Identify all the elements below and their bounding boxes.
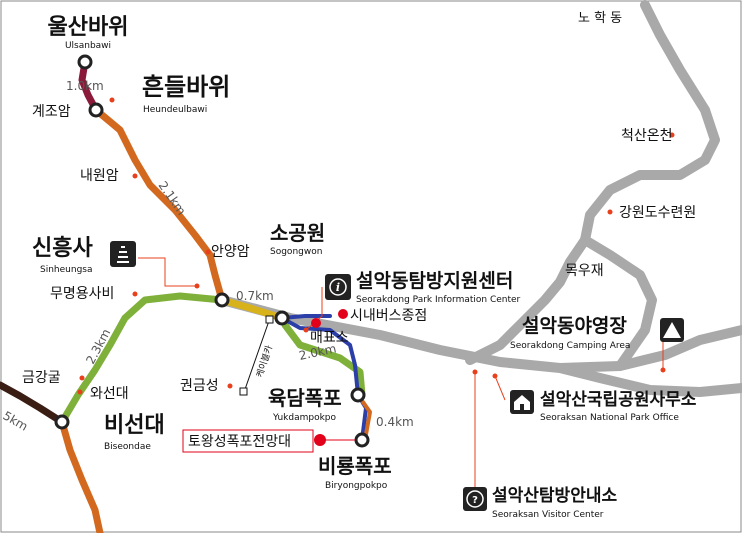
question-icon: ? (463, 487, 487, 511)
heundeulbawi-en: Heundeulbawi (143, 105, 207, 115)
tent-icon (660, 318, 684, 342)
trail-heundeul-sinheung (92, 106, 226, 304)
biryong-ko: 비룡폭포 (318, 454, 392, 478)
cable-car-line (239, 315, 274, 396)
anyangam-label: 안양암 (211, 244, 250, 260)
ticket-marker (311, 318, 321, 328)
towangseong-marker (314, 434, 326, 446)
junctions (54, 54, 370, 448)
info-icon: i (325, 274, 351, 300)
ulsanbawi-en: Ulsanbawi (65, 41, 111, 51)
road-north (580, 0, 720, 371)
geumganggul-label: 금강굴 (22, 370, 61, 386)
naewonam-label: 내원암 (80, 168, 119, 184)
bus-stop-label: 시내버스종점 (350, 308, 427, 324)
sogongwon-ko: 소공원 (270, 221, 325, 245)
camping-ko: 설악동야영장 (522, 315, 627, 337)
node-heundeulbawi (88, 102, 104, 118)
dist-geumgang-left: 5km (1, 408, 31, 433)
node-yukdam (350, 387, 366, 403)
heundeulbawi-ko: 흔들바위 (142, 73, 230, 101)
node-sogongwon (274, 310, 290, 326)
sinheungsa-ko: 신흥사 (32, 236, 93, 261)
node-ulsanbawi (77, 54, 93, 70)
node-biryong (354, 432, 370, 448)
mokujae-label: 목우재 (565, 263, 604, 279)
visitor-center-ko: 설악산탐방안내소 (492, 486, 617, 506)
dist-yukdam-biryong: 0.4km (376, 415, 414, 429)
sogongwon-en: Sogongwon (270, 247, 322, 257)
towangseong-box (182, 429, 314, 453)
poi-dots (77, 97, 675, 395)
trail-ulsan-heundeul (78, 58, 100, 114)
sinheungsa-en: Sinheungsa (40, 265, 92, 275)
dist-ulsan-heundeul: 1.0km (66, 79, 104, 93)
biryong-en: Biryongpokpo (325, 481, 388, 491)
yukdam-en: Yukdampokpo (272, 413, 337, 423)
office-icon (510, 390, 534, 414)
road-network (217, 0, 742, 397)
info-center-ko: 설악동탐방지원센터 (356, 270, 513, 292)
temple-icon (110, 241, 136, 267)
gwongeumseong-label: 권금성 (180, 378, 219, 394)
park-office-en: Seoraksan National Park Office (540, 413, 679, 423)
gyejoam-label: 계조암 (32, 104, 71, 120)
ulsanbawi-ko: 울산바위 (48, 15, 129, 40)
road-southeast (555, 363, 742, 397)
cheoksan-label: 척산온천 (621, 128, 673, 144)
svg-text:?: ? (472, 495, 478, 506)
ticket-label: 매표소 (310, 330, 349, 346)
nohakdong-label: 노 학 동 (578, 11, 622, 26)
biseondae-en: Biseondae (104, 442, 151, 452)
yukdam-ko: 육담폭포 (268, 386, 342, 410)
road-main (217, 295, 742, 373)
node-biseondae (54, 414, 70, 430)
visitor-center-en: Seoraksan Visitor Center (492, 510, 604, 520)
camping-en: Seorakdong Camping Area (510, 341, 630, 351)
trail-biseon-west (0, 381, 66, 426)
park-office-ko: 설악산국립공원사무소 (540, 390, 697, 410)
trail-sogong-yukdam-green (281, 321, 366, 399)
cable-car-label: 케이블카 (254, 344, 275, 379)
node-sinheung-junction (214, 292, 230, 308)
trail-biseon-south (58, 418, 104, 533)
biseondae-ko: 비선대 (104, 413, 165, 438)
trail-sinheung-sogong (218, 296, 286, 322)
gangwon-label: 강원도수련원 (619, 205, 696, 221)
waseondae-label: 와선대 (90, 386, 129, 402)
mumyeong-label: 무명용사비 (50, 286, 114, 302)
towangseong-label: 토왕성폭포전망대 (188, 434, 291, 450)
road-mokujae (465, 235, 590, 365)
dist-sinheung-sogong: 0.7km (236, 289, 274, 303)
bus-stop-marker (338, 309, 348, 319)
svg-text:i: i (336, 281, 340, 294)
info-center-en: Seorakdong Park Information Center (356, 295, 521, 305)
labels: 울산바위 Ulsanbawi 흔들바위 Heundeulbawi 계조암 내원암… (22, 11, 697, 520)
